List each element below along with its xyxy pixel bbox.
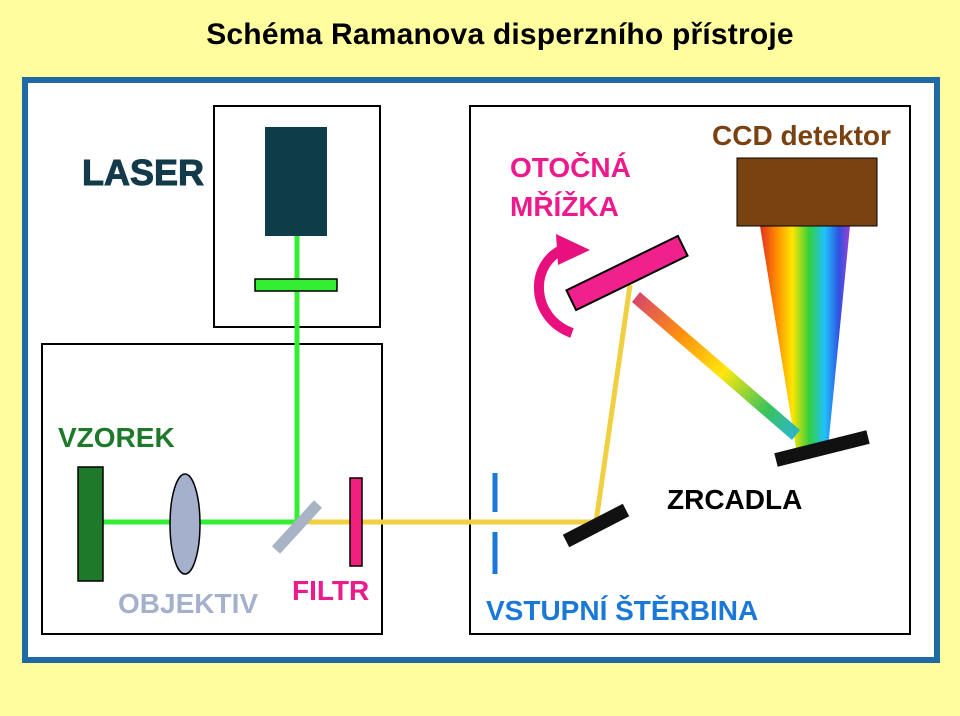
slide-title: Schéma Ramanova disperzního přístroje [206,18,794,51]
label-grating-line2: MŘÍŽKA [510,191,619,222]
label-ccd-detector: CCD detektor [712,120,891,151]
objective-lens [169,473,201,575]
beamsplitter [271,500,323,554]
notch-filter [349,477,363,567]
label-objective: OBJEKTIV [118,588,258,619]
laser-body [265,127,327,236]
ccd-detector [736,157,878,227]
label-filter: FILTR [292,575,369,606]
rotation-arrow-icon [534,243,575,338]
label-mirrors: ZRCADLA [667,484,802,515]
label-entrance-slit: VSTUPNÍ ŠTĚRBINA [486,594,758,626]
dispersed-spectrum-to-ccd [760,226,850,448]
label-grating-line1: OTOČNÁ [510,151,631,183]
sample [77,466,104,582]
rotation-arrow-head-icon [556,234,590,265]
rotating-grating [565,234,689,312]
dispersed-spectrum-from-grating [632,292,800,440]
mirror-lower [562,503,630,548]
label-sample: VZOREK [58,422,175,453]
label-laser: LASER [82,152,204,193]
mirror-upper [774,430,870,467]
laser-filter [254,278,338,292]
